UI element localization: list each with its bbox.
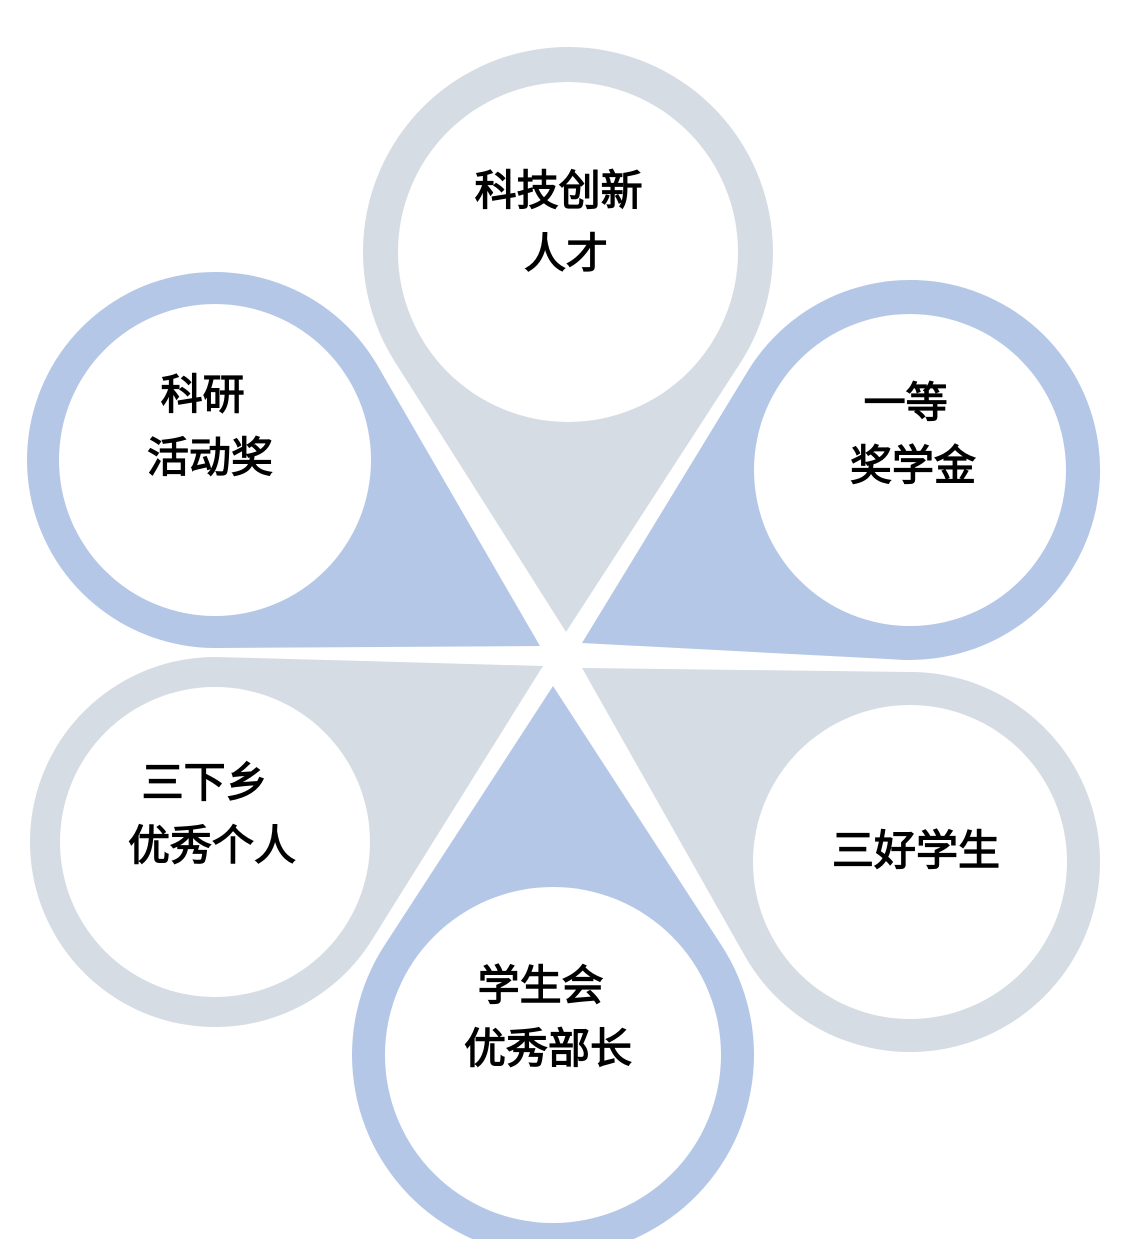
petal-label-upper-right-line-2: 奖学金: [850, 441, 977, 490]
petal-inner-circle-bottom: [385, 887, 721, 1223]
petal-label-top-line-2: 人才: [524, 229, 608, 278]
petal-label-lower-left-line-2: 优秀个人: [128, 821, 296, 870]
petal-label-top-line-1: 科技创新: [475, 166, 643, 215]
petal-label-upper-left-line-1: 科研: [161, 370, 245, 419]
petal-inner-circle-upper-left: [59, 304, 371, 616]
petal-inner-circle-upper-right: [754, 314, 1066, 626]
petal-label-upper-left: 科研 活动奖: [147, 370, 273, 482]
petal-label-bottom: 学生会 优秀部长: [464, 961, 632, 1073]
petal-label-upper-left-line-2: 活动奖: [147, 433, 273, 482]
petal-label-lower-right-line-1: 三好学生: [832, 826, 1000, 875]
petal-inner-circle-lower-left: [60, 687, 370, 997]
petal-shapes: [27, 46, 1101, 1239]
petal-inner-circle-lower-right: [753, 705, 1067, 1019]
petal-inner-circle-top: [398, 82, 738, 422]
petal-label-upper-right: 一等 奖学金: [850, 378, 977, 490]
petal-label-lower-right: 三好学生: [832, 826, 1000, 875]
petal-label-upper-right-line-1: 一等: [864, 378, 948, 427]
petal-label-top: 科技创新 人才: [475, 166, 658, 278]
petal-label-lower-left: 三下乡 优秀个人: [128, 758, 296, 870]
petal-label-bottom-line-1: 学生会: [478, 961, 604, 1010]
petal-label-bottom-line-2: 优秀部长: [464, 1024, 632, 1073]
petal-label-lower-left-line-1: 三下乡: [142, 758, 268, 807]
